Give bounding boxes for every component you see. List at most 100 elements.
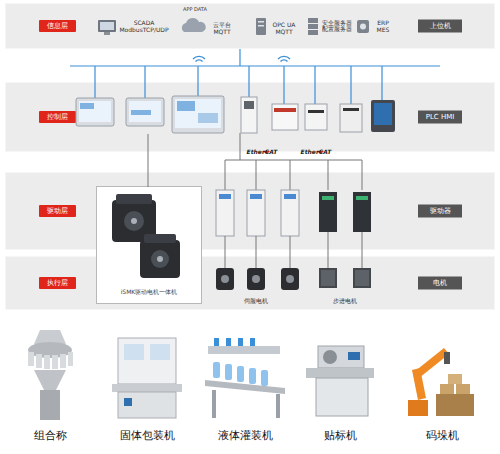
top-icons [104, 32, 110, 35]
motors [319, 268, 337, 288]
hmi-panels [175, 99, 221, 128]
motor-cables [362, 232, 363, 268]
solid-packing-machine [112, 384, 182, 392]
liquid-filling-machine [238, 338, 243, 346]
plc-units [343, 108, 359, 111]
combination-weigher [68, 352, 73, 366]
ethercat-bus [328, 160, 329, 190]
system-label: ERP MES [372, 20, 394, 34]
hmi-panels [131, 110, 151, 115]
servo-drives [247, 190, 265, 236]
device-tag: 电机 [418, 277, 462, 290]
liquid-filling-machine [205, 338, 285, 418]
ethernet-bus [70, 65, 440, 66]
motors [281, 268, 299, 290]
wifi-symbol [278, 56, 290, 59]
ethernet-bus [350, 66, 351, 104]
labeling-machine [306, 368, 374, 378]
motor-cables [256, 236, 257, 268]
ethercat-bus [240, 133, 241, 160]
ethernet-bus [197, 66, 198, 96]
liquid-filling-machine [250, 338, 255, 346]
plc-units [272, 104, 298, 130]
solid-packing-machine [118, 392, 176, 418]
hmi-panels [129, 101, 161, 122]
palletizing-robot [448, 374, 462, 384]
product-name: iSMK驱动电机一体机 [97, 288, 201, 297]
layer-tag: 控制层 [39, 111, 76, 123]
palletizing-robot [436, 394, 474, 416]
motors [355, 270, 369, 286]
liquid-filling-machine [237, 366, 244, 382]
device-tag: 上位机 [418, 20, 462, 33]
servo-drives [322, 196, 334, 200]
plc-units [374, 103, 392, 125]
hmi-panels [79, 101, 111, 122]
combination-weigher [40, 390, 60, 420]
liquid-filling-machine [208, 346, 280, 354]
ethercat-bus [362, 160, 363, 190]
liquid-filling-machine [212, 390, 216, 418]
servo-drives [319, 192, 337, 232]
ethernet-bus [144, 66, 145, 98]
combination-weigher [34, 330, 66, 344]
liquid-filling-machine [226, 338, 231, 346]
ethernet-bus [381, 66, 382, 100]
hmi-panels [126, 98, 164, 126]
solid-packing-machine [124, 344, 144, 360]
ismk-motors [144, 234, 176, 243]
liquid-filling-machine [276, 394, 280, 418]
layer-tag: 信息层 [39, 20, 76, 32]
ethercat-bus [290, 160, 291, 190]
system-label: 安全服务器 配置服务器 [320, 20, 354, 33]
ethercat-bus [256, 160, 257, 190]
servo-drives [353, 192, 371, 232]
plc-units [244, 101, 254, 109]
wifi-symbol [193, 56, 290, 61]
motors [247, 268, 265, 290]
liquid-filling-machine [214, 338, 219, 346]
labeling-machine [323, 350, 337, 364]
ethernet-bus [94, 66, 95, 98]
servo-drives [219, 194, 231, 199]
bus-label: EtherCAT [300, 149, 332, 156]
ismk-motors [124, 211, 144, 231]
labeling-machine [318, 346, 364, 368]
bus-label: EtherCAT [246, 149, 278, 156]
motor-cables [225, 236, 226, 268]
device-tag: 驱动器 [418, 205, 462, 218]
plc-units [371, 100, 395, 132]
top-icons [360, 24, 366, 30]
ismk-motors [157, 256, 163, 262]
plc-units [274, 108, 296, 112]
machine-caption: 组合称 [15, 430, 85, 443]
ismk-motors [131, 218, 137, 224]
servo-drives [356, 196, 368, 200]
palletizing-robot [444, 352, 450, 364]
top-icons [98, 20, 116, 32]
top-icons [308, 18, 318, 23]
ismk-motors [116, 194, 152, 204]
combination-weigher [52, 355, 58, 369]
top-icons [258, 21, 264, 23]
solid-packing-machine [124, 398, 132, 406]
ismk-motors [140, 240, 180, 278]
combination-weigher [44, 355, 50, 369]
combination-weigher [28, 330, 73, 420]
palletizing-robot [456, 384, 470, 394]
ethernet-bus [283, 66, 284, 104]
liquid-filling-machine [261, 370, 268, 386]
machine-caption: 液体灌装机 [202, 430, 288, 443]
solid-packing-machine [150, 344, 170, 360]
machine-caption: 固体包装机 [107, 430, 187, 443]
layer-band: 信息层 上位机 [5, 3, 495, 49]
palletizing-robot [408, 400, 428, 416]
solid-packing-machine [118, 338, 176, 384]
motors [221, 275, 229, 283]
palletizing-robot [408, 348, 474, 416]
hmi-panels [172, 96, 224, 133]
combination-weigher [34, 370, 66, 390]
hmi-panels [80, 103, 94, 109]
